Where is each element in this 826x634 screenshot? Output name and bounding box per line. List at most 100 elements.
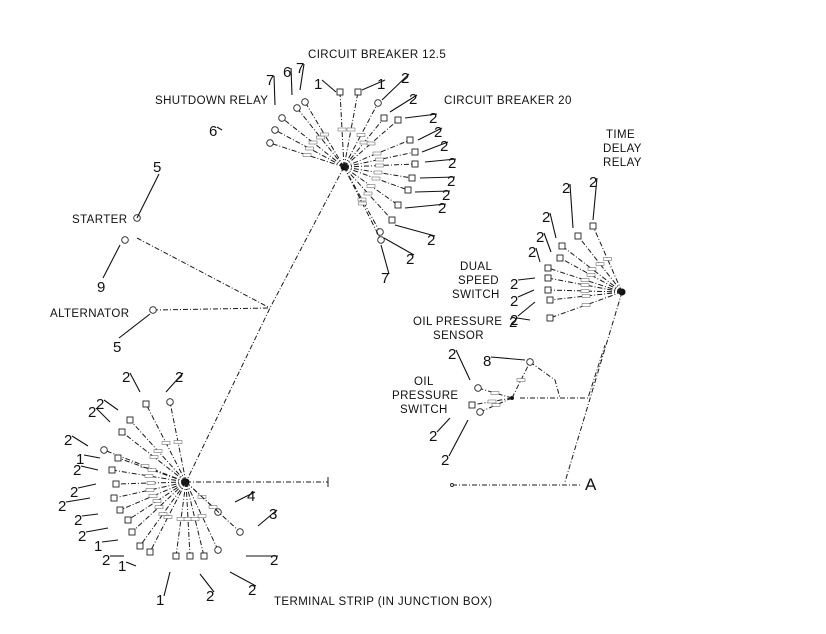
connector-top_cluster [411,160,419,168]
connector-top_cluster [408,174,416,182]
fan-wire [577,235,623,293]
fan-wire [113,481,187,499]
fan-wire [281,117,345,168]
label-starter: STARTER [72,214,127,226]
callout-number: 4 [247,488,255,505]
callout-leader [129,372,141,393]
callout-leader [257,509,278,527]
callout-leader [290,67,293,96]
wire-tag [595,262,605,266]
callout-number: 2 [509,314,517,331]
connector-top_cluster [411,148,419,156]
connector-time_delay_cluster [558,242,566,250]
wire-tag [146,481,156,485]
callout-leader [103,399,119,411]
connector-alternator [149,306,157,314]
connector-terminal_cluster [108,466,116,474]
callout-number: 2 [434,124,442,141]
connector-terminal_cluster [166,398,174,406]
fan-wire [269,142,345,168]
wire-tag [580,283,590,287]
callout-leader [273,75,276,106]
callout-number: 7 [296,60,304,77]
wire-tag [373,170,383,175]
callout-leader [77,483,97,489]
connector-time_delay_cluster [544,264,552,272]
connector-terminal_cluster [114,454,122,462]
callout-number: 2 [102,552,110,569]
connector-terminal_cluster [126,416,134,424]
callout-leader [163,571,171,597]
callout-leader [516,317,531,321]
fan-wires [100,88,623,560]
wire-tag [587,267,597,271]
connector-terminal_cluster [146,548,154,556]
callout-leader [80,465,99,471]
callout-leader [125,561,137,567]
connector-top_cluster [293,104,301,112]
callout-number: 2 [562,180,570,197]
fan-wire [547,267,623,293]
callout-leader [229,571,257,587]
callout-number: 2 [206,588,214,605]
fan-wire [115,481,187,485]
wire-tag [366,184,376,188]
callout-leader [543,232,552,253]
wire-tag [580,278,590,282]
callout-leader [95,407,111,423]
wire-tag [161,441,171,445]
callout-leader [414,190,451,193]
wire-tag [346,127,356,132]
fan-wire [592,225,623,293]
callout-leader [424,158,457,163]
callout-leader [419,176,456,179]
wire-tag [581,294,591,298]
label-point-a: A [585,475,597,494]
wire-tag [586,273,596,277]
callout-leader [517,301,536,317]
callout-number: 2 [448,155,456,172]
callout-leader [165,372,184,393]
connector-oil_cluster [476,408,484,416]
wire-tag [487,399,497,404]
callout-leader [118,313,151,339]
connector-oil_cluster [468,401,476,409]
callout-leader [549,212,557,239]
connector-time_delay_cluster [544,274,552,282]
wire-alternator-branch [152,307,271,311]
callout-leader [383,237,415,256]
connector-terminal_cluster [200,552,208,560]
wire-tag [372,151,382,156]
callout-number: 1 [156,592,164,609]
callout-leader [535,247,541,263]
wire-tag [148,494,158,498]
connector-terminal_cluster [118,428,126,436]
wire-tag [316,135,325,140]
wire-tag [490,391,500,395]
label-oil-pressure-switch-1: OIL [414,376,434,388]
fan-wire [149,481,187,553]
callout-leader [71,435,89,447]
connector-top_cluster [374,99,382,107]
wire-tag [305,146,314,151]
wire-tag [152,499,162,503]
connector-terminal_cluster [142,400,150,408]
fan-wire [343,119,399,168]
callout-number: 2 [409,91,417,108]
fan-wire [274,129,345,168]
connector-time_delay_cluster [589,222,597,230]
callout-number: 2 [510,276,518,293]
callout-leader [404,113,438,119]
callout-number: 1 [118,558,126,575]
wire-tag [581,303,591,307]
callout-number: 2 [542,209,550,226]
connector-top_cluster [377,236,385,244]
wire-tag [173,440,183,444]
wire-tag [197,514,207,518]
callout-leader [421,141,449,153]
callout-leader [83,454,101,459]
callout-leader [569,183,574,229]
callout-leader [404,203,447,209]
connector-top_cluster [376,228,384,236]
